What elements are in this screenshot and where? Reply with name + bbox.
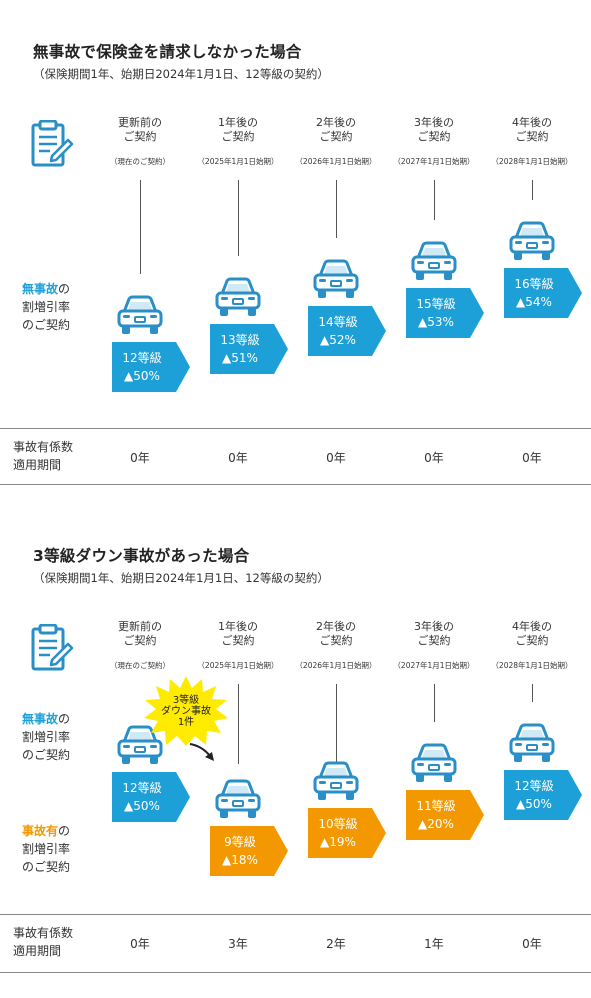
- car-icon: [411, 743, 457, 784]
- coefficient-period-value: 0年: [228, 451, 248, 465]
- car-icon: [313, 259, 359, 300]
- accident-coefficient-period-label: 事故有係数適用期間: [13, 440, 74, 472]
- col-header: 更新前のご契約: [118, 620, 162, 647]
- col-header: 2年後のご契約: [316, 116, 356, 143]
- car-icon: [509, 221, 555, 262]
- col-subheader: （2026年1月1日始期）: [295, 157, 377, 166]
- grade-badge: 13等級▲51%: [210, 324, 288, 374]
- accident-coefficient-period-label: 事故有係数適用期間: [13, 926, 74, 958]
- col-subheader: （2025年1月1日始期）: [197, 157, 279, 166]
- curved-arrow-icon: [189, 743, 214, 761]
- coefficient-period-value: 3年: [228, 937, 248, 951]
- timeline-line: [434, 684, 435, 722]
- timeline-line: [336, 180, 337, 238]
- col-header: 3年後のご契約: [414, 116, 454, 143]
- section2-title: 3等級ダウン事故があった場合: [33, 547, 250, 565]
- timeline-line: [336, 684, 337, 762]
- grade-badge: 10等級▲19%: [308, 808, 386, 858]
- timeline-line: [532, 684, 533, 702]
- car-icon: [509, 723, 555, 764]
- col-header: 3年後のご契約: [414, 620, 454, 647]
- coefficient-period-value: 0年: [130, 937, 150, 951]
- grade-badge: 14等級▲52%: [308, 306, 386, 356]
- col-subheader: （2028年1月1日始期）: [491, 661, 573, 670]
- col-subheader: （2025年1月1日始期）: [197, 661, 279, 670]
- grade-badge: 12等級▲50%: [112, 342, 190, 392]
- no-accident-rate-label: 無事故の 割増引率 のご契約: [22, 712, 71, 762]
- no-accident-rate-label: 無事故の 割増引率 のご契約: [22, 282, 71, 332]
- col-subheader: （現在のご契約）: [110, 157, 170, 166]
- coefficient-period-value: 0年: [424, 451, 444, 465]
- document-pencil-icon: [31, 120, 74, 167]
- coefficient-period-value: 0年: [130, 451, 150, 465]
- timeline-line: [140, 180, 141, 274]
- coefficient-period-value: 0年: [522, 451, 542, 465]
- grade-badge: 9等級▲18%: [210, 826, 288, 876]
- col-header: 4年後のご契約: [512, 116, 552, 143]
- coefficient-period-value: 1年: [424, 937, 444, 951]
- col-header: 4年後のご契約: [512, 620, 552, 647]
- car-icon: [215, 277, 261, 318]
- divider: [0, 484, 591, 485]
- col-header: 更新前のご契約: [118, 116, 162, 143]
- coefficient-period-value: 2年: [326, 937, 346, 951]
- col-header: 1年後のご契約: [218, 116, 258, 143]
- col-header: 2年後のご契約: [316, 620, 356, 647]
- timeline-line: [238, 180, 239, 256]
- col-subheader: （2028年1月1日始期）: [491, 157, 573, 166]
- car-icon: [411, 241, 457, 282]
- col-header: 1年後のご契約: [218, 620, 258, 647]
- accident-rate-label: 事故有の 割増引率 のご契約: [22, 824, 71, 874]
- timeline-line: [434, 180, 435, 220]
- section1-title: 無事故で保険金を請求しなかった場合: [33, 43, 302, 61]
- car-icon: [215, 779, 261, 820]
- grade-badge: 12等級▲50%: [504, 770, 582, 820]
- grade-badge: 16等級▲54%: [504, 268, 582, 318]
- grade-badge: 12等級▲50%: [112, 772, 190, 822]
- col-subheader: （現在のご契約）: [110, 661, 170, 670]
- col-subheader: （2027年1月1日始期）: [393, 157, 475, 166]
- section2-subtitle: （保険期間1年、始期日2024年1月1日、12等級の契約）: [33, 571, 329, 585]
- document-pencil-icon: [31, 624, 74, 671]
- col-subheader: （2027年1月1日始期）: [393, 661, 475, 670]
- divider: [0, 972, 591, 973]
- grade-badge: 15等級▲53%: [406, 288, 484, 338]
- section1-subtitle: （保険期間1年、始期日2024年1月1日、12等級の契約）: [33, 67, 329, 81]
- divider: [0, 428, 591, 429]
- divider: [0, 914, 591, 915]
- timeline-line: [532, 180, 533, 200]
- coefficient-period-value: 0年: [522, 937, 542, 951]
- col-subheader: （2026年1月1日始期）: [295, 661, 377, 670]
- coefficient-period-value: 0年: [326, 451, 346, 465]
- timeline-line: [238, 684, 239, 764]
- car-icon: [117, 295, 163, 336]
- grade-badge: 11等級▲20%: [406, 790, 484, 840]
- car-icon: [313, 761, 359, 802]
